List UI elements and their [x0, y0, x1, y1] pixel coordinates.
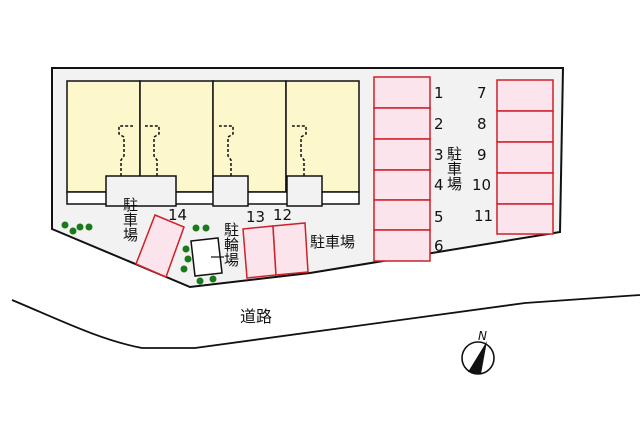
tree-icon [61, 221, 69, 229]
tree-icon [202, 224, 210, 232]
north-compass: N [461, 329, 495, 375]
parking-label-left: 駐車場 [121, 197, 139, 242]
parking-number-5: 5 [434, 208, 444, 226]
stair-outline [118, 125, 133, 176]
parking-number-14: 14 [168, 206, 187, 224]
tree-icon [76, 223, 84, 231]
building-unit-4 [285, 80, 360, 193]
tree-icon [209, 275, 217, 283]
parking-number-3: 3 [434, 146, 444, 164]
parking-space-12[interactable] [272, 222, 309, 276]
parking-number-13: 13 [246, 208, 265, 226]
north-label: N [478, 329, 487, 343]
north-arrow-icon [468, 341, 487, 374]
parking-space-7[interactable] [496, 79, 554, 112]
trees [61, 221, 217, 285]
building-unit-3 [212, 80, 287, 193]
tree-icon [184, 255, 192, 263]
parking-space-3[interactable] [373, 138, 431, 171]
tree-icon [85, 223, 93, 231]
parking-number-11: 11 [474, 207, 493, 225]
stair-outline [219, 125, 234, 176]
parking-column-right [496, 79, 554, 235]
entrance-1 [105, 175, 177, 207]
parking-number-10: 10 [472, 176, 491, 194]
stair-outline [145, 125, 160, 176]
parking-number-8: 8 [477, 115, 487, 133]
parking-space-4[interactable] [373, 169, 431, 201]
entrance-2 [212, 175, 249, 207]
parking-column-left [373, 76, 431, 262]
parking-number-12: 12 [273, 206, 292, 224]
parking-number-7: 7 [477, 84, 487, 102]
parking-number-1: 1 [434, 84, 444, 102]
stair-outline [292, 125, 307, 176]
parking-space-2[interactable] [373, 107, 431, 140]
parking-label-center: 駐車場 [310, 233, 355, 251]
building-unit-1 [66, 80, 141, 193]
parking-label-right: 駐車場 [445, 146, 463, 191]
parking-number-2: 2 [434, 115, 444, 133]
tree-icon [69, 227, 77, 235]
road-edge [11, 294, 640, 349]
parking-space-9[interactable] [496, 141, 554, 174]
parking-space-13[interactable] [242, 225, 277, 279]
tree-icon [196, 277, 204, 285]
bicycle-shed [190, 237, 223, 277]
parking-number-6: 6 [434, 237, 444, 255]
parking-number-4: 4 [434, 176, 444, 194]
tree-icon [180, 265, 188, 273]
parking-space-5[interactable] [373, 199, 431, 231]
tree-icon [182, 245, 190, 253]
road-label: 道路 [240, 307, 272, 326]
parking-space-1[interactable] [373, 76, 431, 109]
parking-space-10[interactable] [496, 172, 554, 205]
parking-space-14[interactable] [135, 214, 185, 279]
parking-space-8[interactable] [496, 110, 554, 143]
bicycle-parking-label: 駐輪場 [222, 222, 240, 267]
apartment-building [66, 80, 360, 207]
parking-space-11[interactable] [496, 203, 554, 235]
entrance-3 [286, 175, 323, 207]
parking-number-9: 9 [477, 146, 487, 164]
parking-space-6[interactable] [373, 229, 431, 262]
tree-icon [192, 224, 200, 232]
